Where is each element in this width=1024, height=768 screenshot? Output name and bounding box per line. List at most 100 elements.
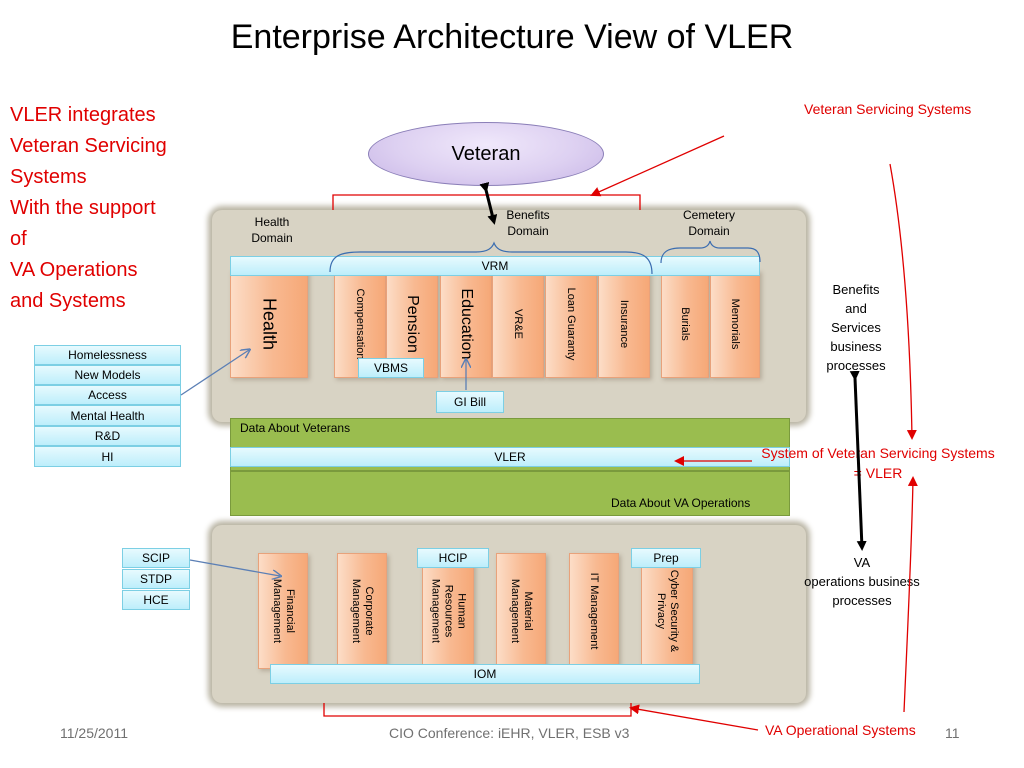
health-program-label: R&D (94, 429, 121, 443)
intro-line: of (10, 228, 27, 250)
intro-line: With the support (10, 197, 156, 219)
va-operational-systems-label: VA Operational Systems (765, 722, 916, 738)
prep-label: Prep (653, 551, 679, 565)
benefits-processes-label: Benefits and Services business processes (810, 280, 902, 375)
cyber-security-column: Cyber Security & Privacy (641, 553, 693, 669)
hcip-label: HCIP (438, 551, 468, 565)
vre-column-label: VR&E (512, 309, 524, 339)
va-operational-arrow (629, 704, 759, 731)
health-program-label: New Models (74, 368, 141, 382)
ops-tag-label: HCE (143, 593, 169, 607)
health-program-new-models: New Models (34, 365, 181, 385)
data-about-veterans-label: Data About Veterans (240, 421, 351, 435)
vbms-label: VBMS (373, 361, 408, 375)
intro-line: VLER integrates (10, 104, 156, 126)
iom-bar: IOM (270, 664, 700, 684)
va-operations-processes-line: VA (853, 555, 871, 570)
burials-column-label: Burials (679, 307, 691, 341)
ops-tag-hce: HCE (122, 590, 190, 610)
vler-bar: VLER (230, 447, 790, 467)
benefits-processes-line: processes (826, 358, 886, 373)
health-program-mental-health: Mental Health (34, 405, 181, 426)
cemetery-domain-label: Cemetery Domain (676, 207, 742, 239)
human-resources-management-label: Human Resources Management (429, 578, 468, 644)
health-program-label: Homelessness (68, 348, 147, 362)
pension-column-label: Pension (404, 295, 421, 353)
hcip-tag: HCIP (417, 548, 489, 568)
health-column: Health (230, 270, 308, 378)
financial-management-column: Financial Management (258, 553, 308, 669)
it-management-column: IT Management (569, 553, 619, 669)
footer-title: CIO Conference: iEHR, VLER, ESB v3 (389, 725, 630, 741)
intro-text: VLER integrates Veteran Servicing System… (10, 100, 200, 317)
memorials-column-label: Memorials (729, 298, 741, 350)
intro-line: Veteran Servicing (10, 135, 167, 157)
health-program-homelessness: Homelessness (34, 345, 181, 365)
data-about-va-operations-band (230, 471, 790, 516)
veteran-label: Veteran (451, 142, 521, 165)
corporate-management-column: Corporate Management (337, 553, 387, 669)
benefits-processes-line: Benefits (832, 282, 880, 297)
ops-tag-scip: SCIP (122, 548, 190, 568)
loan-guaranty-column: Loan Guaranty (545, 270, 597, 378)
veteran-servicing-systems-label: Veteran Servicing Systems (804, 101, 972, 117)
benefits-domain-text: Benefits Domain (506, 208, 550, 238)
human-resources-management-column: Human Resources Management (422, 553, 474, 669)
benefits-processes-line: Services (831, 320, 881, 335)
cyber-security-label: Cyber Security & Privacy (655, 569, 680, 653)
vbms-tag: VBMS (358, 358, 424, 378)
intro-line: VA Operations (10, 259, 138, 281)
health-program-label: Access (88, 388, 127, 402)
intro-line: Systems (10, 166, 87, 188)
ops-tag-stdp: STDP (122, 569, 190, 589)
insurance-column: Insurance (598, 270, 650, 378)
iom-label: IOM (473, 667, 497, 681)
page-title: Enterprise Architecture View of VLER (230, 18, 794, 56)
health-program-label: HI (101, 449, 114, 464)
health-program-access: Access (34, 385, 181, 405)
vrm-label: VRM (481, 259, 509, 273)
va-operations-processes-line: operations business (804, 574, 920, 589)
it-management-label: IT Management (588, 572, 600, 650)
health-program-label: Mental Health (70, 408, 145, 423)
va-operations-processes-label: VA operations business processes (794, 553, 930, 610)
education-column-label: Education (458, 288, 475, 360)
footer-page-number: 11 (945, 725, 960, 741)
va-operations-processes-line: processes (832, 593, 892, 608)
vrm-bar: VRM (230, 256, 760, 276)
prep-tag: Prep (631, 548, 701, 568)
va-operational-bracket (323, 703, 632, 717)
benefits-domain-label: Benefits Domain (496, 207, 560, 239)
system-of-systems-line: System of Veteran Servicing Systems (761, 445, 995, 461)
health-program-rd: R&D (34, 426, 181, 446)
footer-date: 11/25/2011 (60, 725, 128, 741)
compensation-column-label: Compensation (354, 288, 366, 360)
education-column: Education (440, 270, 492, 378)
veteran-servicing-bracket (332, 194, 641, 210)
health-program-hi: HI (34, 446, 181, 467)
corporate-management-label: Corporate Management (350, 578, 375, 644)
veteran-node: Veteran (368, 122, 604, 186)
vler-label: VLER (494, 450, 526, 464)
health-domain-label: Health Domain (240, 214, 304, 246)
ops-tag-label: SCIP (141, 551, 170, 565)
financial-management-label: Financial Management (271, 578, 296, 644)
health-column-label: Health (259, 297, 280, 351)
intro-line: and Systems (10, 290, 126, 312)
benefits-processes-line: business (830, 339, 882, 354)
memorials-column: Memorials (710, 270, 760, 378)
material-management-column: Material Management (496, 553, 546, 669)
cemetery-domain-text: Cemetery Domain (682, 208, 735, 238)
veteran-servicing-arrow (590, 135, 725, 197)
burials-column: Burials (661, 270, 709, 378)
benefits-processes-line: and (845, 301, 867, 316)
system-of-systems-label: System of Veteran Servicing Systems = VL… (748, 443, 1008, 483)
vre-column: VR&E (492, 270, 544, 378)
material-management-label: Material Management (509, 578, 534, 644)
system-of-systems-line: = VLER (853, 465, 903, 481)
gi-bill-tag: GI Bill (436, 391, 504, 413)
data-about-va-operations-label: Data About VA Operations (611, 496, 751, 510)
ops-tag-label: STDP (139, 572, 172, 586)
health-domain-text: Health Domain (251, 215, 293, 245)
insurance-column-label: Insurance (618, 299, 630, 349)
